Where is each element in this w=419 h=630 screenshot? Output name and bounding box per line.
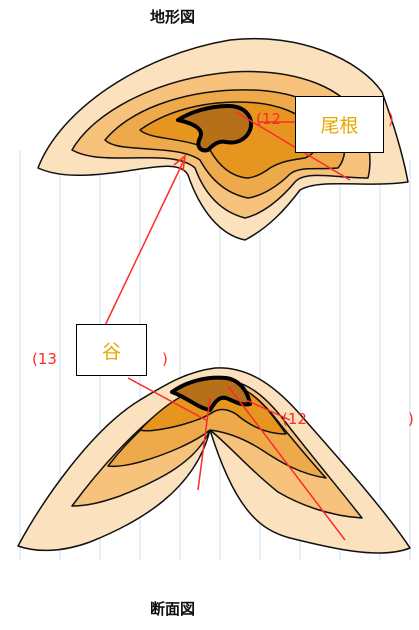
cross-section bbox=[18, 368, 410, 553]
valley-number-close: ) bbox=[162, 350, 168, 368]
ridge-label-box: 尾根 bbox=[295, 96, 384, 153]
cross-section-title: 断面図 bbox=[150, 598, 195, 619]
valley-label: 谷 bbox=[102, 337, 121, 364]
valley-label-box: 谷 bbox=[76, 324, 147, 376]
ridge-label: 尾根 bbox=[320, 111, 358, 138]
ridge-number-open: (12 bbox=[256, 110, 281, 128]
bottom-number-close: ) bbox=[408, 410, 414, 428]
bottom-number-open: (12 bbox=[282, 410, 307, 428]
topographic-map-title: 地形図 bbox=[150, 6, 195, 27]
valley-to-map-pointer bbox=[100, 158, 185, 336]
valley-number-open: (13 bbox=[32, 350, 57, 368]
ridge-number-close: ) bbox=[388, 110, 394, 128]
